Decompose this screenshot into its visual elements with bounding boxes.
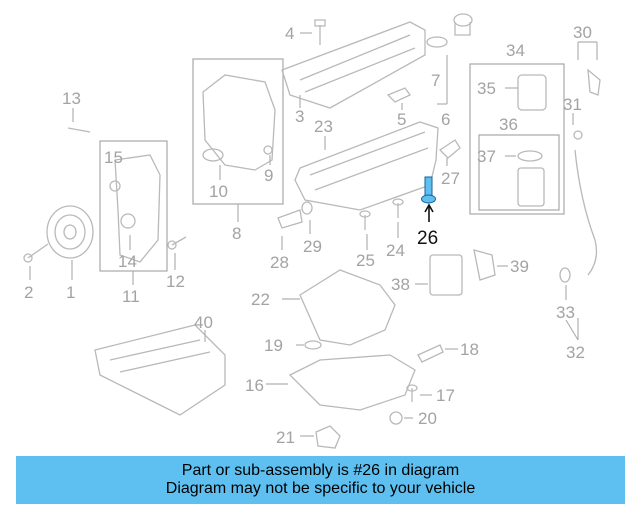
group-box-36	[478, 134, 560, 211]
callout-2: 2	[24, 283, 33, 302]
callout-22: 22	[251, 290, 270, 309]
oil-cap	[426, 13, 473, 105]
oil-cooler	[415, 254, 463, 296]
group-box-34	[469, 63, 565, 215]
callout-18: 18	[460, 340, 479, 359]
callout-5: 5	[397, 110, 406, 129]
callout-28: 28	[270, 253, 289, 272]
callout-21: 21	[276, 428, 295, 447]
timing-cover	[109, 154, 161, 285]
callout-4: 4	[285, 24, 294, 43]
part-29	[301, 201, 313, 234]
callout-6: 6	[441, 110, 450, 129]
callout-35: 35	[477, 79, 496, 98]
callout-29: 29	[303, 237, 322, 256]
bolt-2	[23, 243, 49, 280]
callout-13: 13	[62, 89, 81, 108]
upper-timing-cover	[202, 74, 276, 222]
callout-8: 8	[232, 224, 241, 243]
bolt-24	[392, 198, 404, 238]
lower-oil-pan	[266, 354, 416, 411]
gasket-39	[473, 249, 508, 281]
oil-filter-housing	[505, 74, 547, 207]
upper-oil-pan	[282, 269, 396, 346]
plug-20	[389, 411, 413, 425]
info-banner: Part or sub-assembly is #26 in diagram D…	[16, 456, 625, 504]
valve-cover	[281, 21, 426, 109]
banner-line-2: Diagram may not be specific to your vehi…	[165, 480, 476, 497]
callout-34: 34	[506, 41, 525, 60]
bolt-12	[167, 236, 187, 270]
callout-30: 30	[573, 23, 592, 42]
callout-12: 12	[166, 272, 185, 291]
sensor-28	[277, 209, 303, 250]
callout-10: 10	[209, 182, 228, 201]
callout-36: 36	[499, 115, 518, 134]
part-27	[438, 139, 461, 166]
crank-pulley	[46, 205, 94, 280]
parts-diagram: 1 2 3 4 5 6 7 8 9 10 11 12 13 14 15 16 1…	[23, 13, 601, 449]
callout-32: 32	[566, 343, 585, 362]
callout-27: 27	[441, 169, 460, 188]
callout-33: 33	[556, 303, 575, 322]
callout-16: 16	[245, 376, 264, 395]
part-18	[417, 344, 458, 363]
callout-20: 20	[418, 409, 437, 428]
callout-17: 17	[436, 386, 455, 405]
oring-19	[296, 340, 322, 350]
part-5	[386, 87, 411, 110]
bolt-17	[406, 384, 432, 402]
callout-37: 37	[477, 147, 496, 166]
callout-7: 7	[431, 71, 440, 90]
callout-31: 31	[563, 95, 582, 114]
bolt-26-highlighted	[421, 176, 436, 222]
callout-24: 24	[386, 241, 405, 260]
callout-19: 19	[264, 336, 283, 355]
callout-3: 3	[295, 107, 304, 126]
callout-1: 1	[66, 283, 75, 302]
callout-26-highlighted: 26	[417, 228, 438, 249]
callout-9: 9	[264, 166, 273, 185]
callout-39: 39	[510, 257, 529, 276]
callout-25: 25	[356, 251, 375, 270]
bolt-25	[359, 210, 371, 250]
callout-15: 15	[104, 148, 123, 167]
pin-13	[67, 108, 91, 133]
dipstick	[559, 41, 601, 341]
callout-38: 38	[391, 275, 410, 294]
sensor-21	[300, 425, 341, 449]
callout-40: 40	[194, 313, 213, 332]
intake-manifold	[94, 324, 226, 416]
callout-23: 23	[314, 117, 333, 136]
callout-14: 14	[118, 252, 137, 271]
callout-11: 11	[122, 287, 140, 306]
banner-line-1: Part or sub-assembly is #26 in diagram	[181, 462, 460, 479]
bolt-4	[300, 19, 326, 45]
